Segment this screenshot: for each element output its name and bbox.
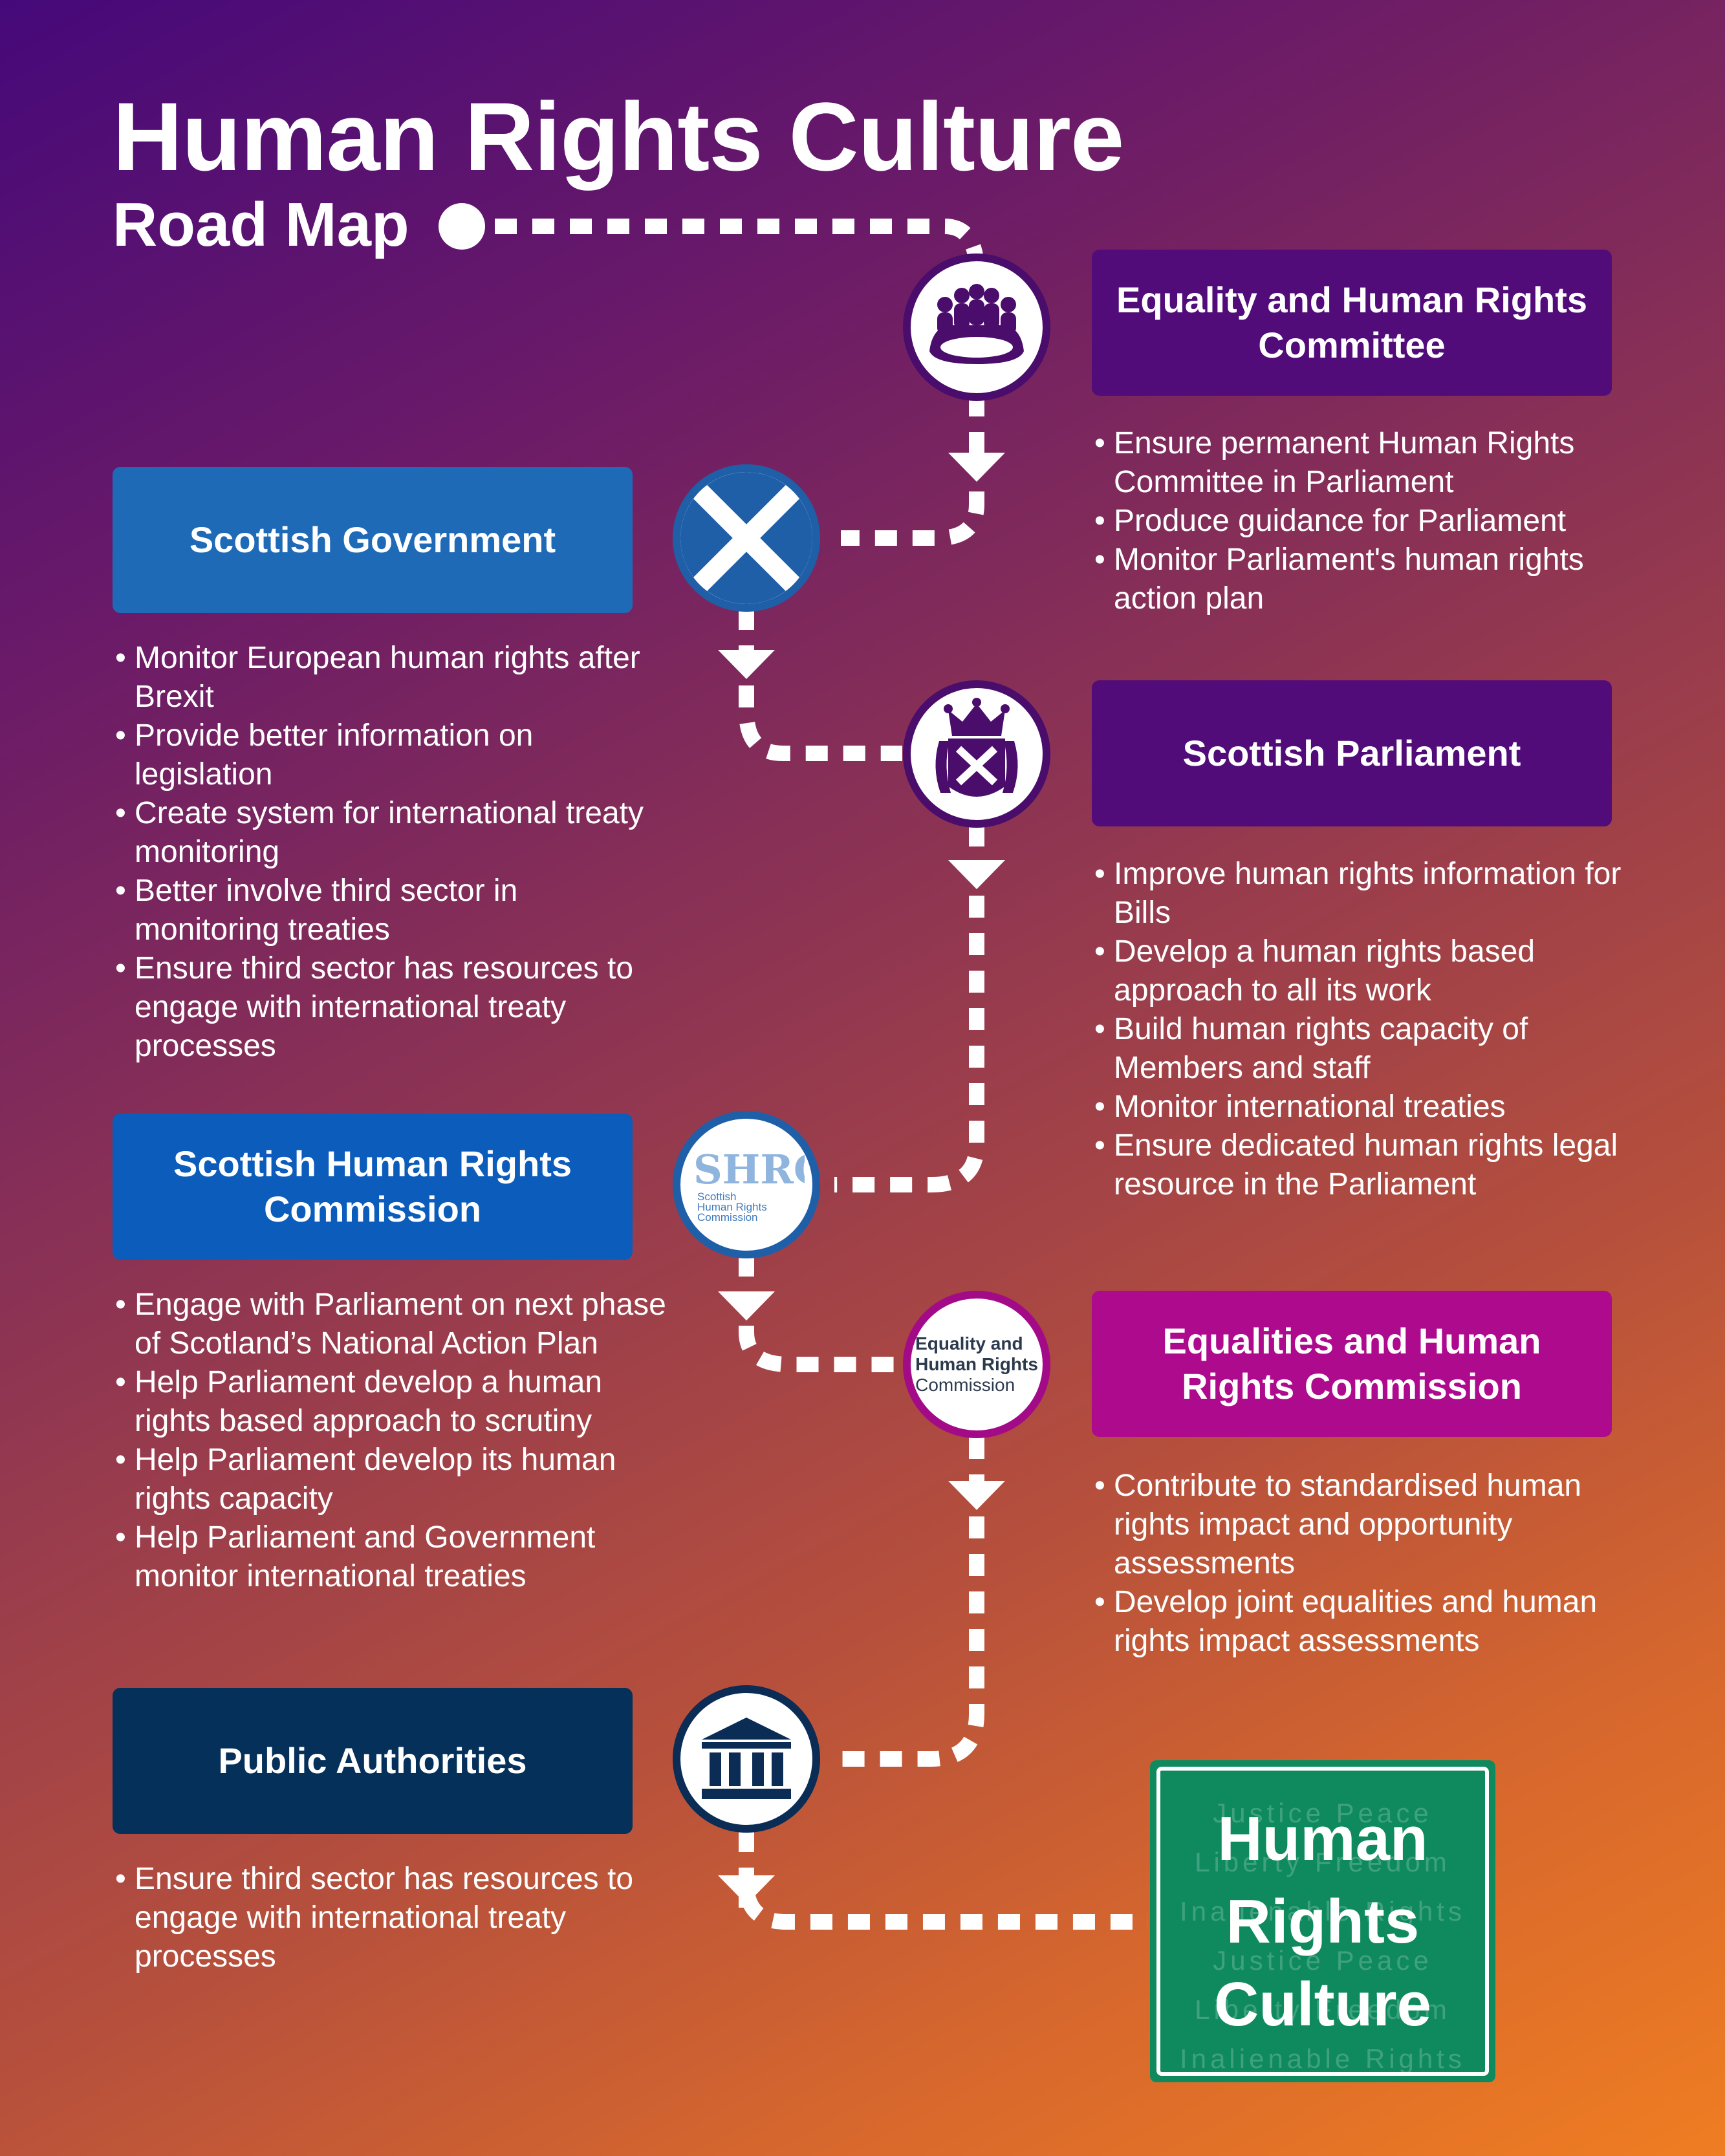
road-segment-12 xyxy=(739,1882,1148,1930)
road-arrow-5 xyxy=(948,1481,1005,1510)
list-item: Monitor Parliament's human rights action… xyxy=(1092,541,1622,618)
shrc-logo-initials: SHRC xyxy=(693,1146,805,1193)
list-item: Monitor international treaties xyxy=(1092,1088,1622,1127)
list-item: Help Parliament develop a human rights b… xyxy=(113,1363,669,1441)
committee-table-icon xyxy=(903,253,1050,401)
list-item: Ensure dedicated human rights legal reso… xyxy=(1092,1127,1622,1204)
page-subtitle: Road Map xyxy=(113,190,409,259)
scottish-parliament-box: Scottish Parliament xyxy=(1092,680,1612,826)
public-authorities-title: Public Authorities xyxy=(218,1740,527,1781)
shrc-title: Scottish Human Rights Commission xyxy=(173,1143,572,1229)
sign-bg-word: Inalienable Rights xyxy=(1180,2043,1466,2074)
road-arrow-4 xyxy=(718,1291,775,1321)
list-item: Ensure permanent Human Rights Committee … xyxy=(1092,424,1622,502)
shrc-box: Scottish Human Rights Commission xyxy=(113,1114,633,1260)
destination-sign: Justice Peace Liberty Freedom Inalienabl… xyxy=(1150,1760,1495,2082)
scottish-government-box: Scottish Government xyxy=(113,467,633,613)
list-item: Develop joint equalities and human right… xyxy=(1092,1583,1622,1661)
list-item: Develop a human rights based approach to… xyxy=(1092,932,1622,1010)
list-item: Contribute to standardised human rights … xyxy=(1092,1467,1622,1583)
road-segment-6 xyxy=(834,896,984,1192)
road-segment-start xyxy=(495,219,984,272)
public-authorities-list: Ensure third sector has resources to eng… xyxy=(113,1860,669,1976)
ehrc-box: Equalities and Human Rights Commission xyxy=(1092,1291,1612,1437)
road-start-dot xyxy=(439,203,485,250)
public-authorities-box: Public Authorities xyxy=(113,1688,633,1834)
road-segment-10 xyxy=(834,1516,984,1767)
scottish-parliament-title: Scottish Parliament xyxy=(1182,733,1521,773)
equality-committee-box: Equality and Human Rights Committee xyxy=(1092,250,1612,396)
shrc-list: Engage with Parliament on next phase of … xyxy=(113,1286,669,1596)
road-segment-4 xyxy=(739,685,902,761)
shrc-logo: SHRC Scottish Human Rights Commission xyxy=(673,1111,820,1258)
list-item: Create system for international treaty m… xyxy=(113,794,669,872)
page-title: Human Rights Culture xyxy=(113,82,1124,191)
ehrc-logo-text: Equality and Human Rights Commission xyxy=(915,1333,1038,1396)
list-item: Help Parliament and Government monitor i… xyxy=(113,1518,669,1596)
list-item: Build human rights capacity of Members a… xyxy=(1092,1010,1622,1088)
shrc-logo-line1: Scottish xyxy=(697,1191,736,1203)
road-segment-8 xyxy=(739,1326,902,1372)
road-arrow-6 xyxy=(718,1875,775,1904)
ehrc-logo: Equality and Human Rights Commission xyxy=(903,1291,1050,1438)
shrc-logo-line3: Commission xyxy=(697,1211,758,1224)
road-arrow-1 xyxy=(948,453,1005,482)
road-arrow-3 xyxy=(948,860,1005,889)
list-item: Produce guidance for Parliament xyxy=(1092,502,1622,541)
saltire-flag-icon xyxy=(673,464,820,612)
equality-committee-list: Ensure permanent Human Rights Committee … xyxy=(1092,424,1622,618)
sign-title-line: Human xyxy=(1217,1804,1428,1873)
parliament-crest-icon xyxy=(903,680,1050,828)
sign-title: Human Rights Culture xyxy=(1160,1798,1485,2046)
ehrc-logo-line2: Human Rights xyxy=(915,1354,1038,1374)
list-item: Ensure third sector has resources to eng… xyxy=(113,949,669,1066)
sign-bg-word: Liberty Freedom xyxy=(1195,1847,1451,1877)
sign-title-line: Culture xyxy=(1214,1970,1431,2039)
sign-bg-word: Justice Peace xyxy=(1213,1945,1433,1976)
list-item: Engage with Parliament on next phase of … xyxy=(113,1286,669,1363)
destination-sign-panel: Justice Peace Liberty Freedom Inalienabl… xyxy=(1156,1767,1489,2076)
road-segment-2 xyxy=(841,491,984,546)
list-item: Ensure third sector has resources to eng… xyxy=(113,1860,669,1976)
ehrc-logo-line1: Equality and xyxy=(915,1333,1023,1353)
sign-bg-word: Justice Peace xyxy=(1213,1798,1433,1828)
scottish-parliament-list: Improve human rights information for Bil… xyxy=(1092,855,1622,1204)
public-building-icon xyxy=(673,1685,820,1833)
scottish-government-list: Monitor European human rights after Brex… xyxy=(113,639,669,1066)
ehrc-logo-line3: Commission xyxy=(915,1375,1015,1395)
shrc-logo-line2: Human Rights xyxy=(697,1201,767,1213)
sign-bg-word: Inalienable Rights xyxy=(1180,1896,1466,1926)
scottish-government-title: Scottish Government xyxy=(189,519,556,560)
list-item: Provide better information on legislatio… xyxy=(113,717,669,794)
list-item: Better involve third sector in monitorin… xyxy=(113,872,669,949)
sign-background-words: Justice Peace Liberty Freedom Inalienabl… xyxy=(1160,1789,1485,2074)
sign-bg-word: Liberty Freedom xyxy=(1195,1994,1451,2025)
list-item: Improve human rights information for Bil… xyxy=(1092,855,1622,932)
ehrc-list: Contribute to standardised human rights … xyxy=(1092,1467,1622,1661)
list-item: Monitor European human rights after Brex… xyxy=(113,639,669,717)
sign-title-line: Rights xyxy=(1226,1887,1420,1956)
list-item: Help Parliament develop its human rights… xyxy=(113,1441,669,1518)
ehrc-title: Equalities and Human Rights Commission xyxy=(1162,1321,1541,1407)
road-arrow-2 xyxy=(718,650,775,679)
equality-committee-title: Equality and Human Rights Committee xyxy=(1116,279,1588,365)
